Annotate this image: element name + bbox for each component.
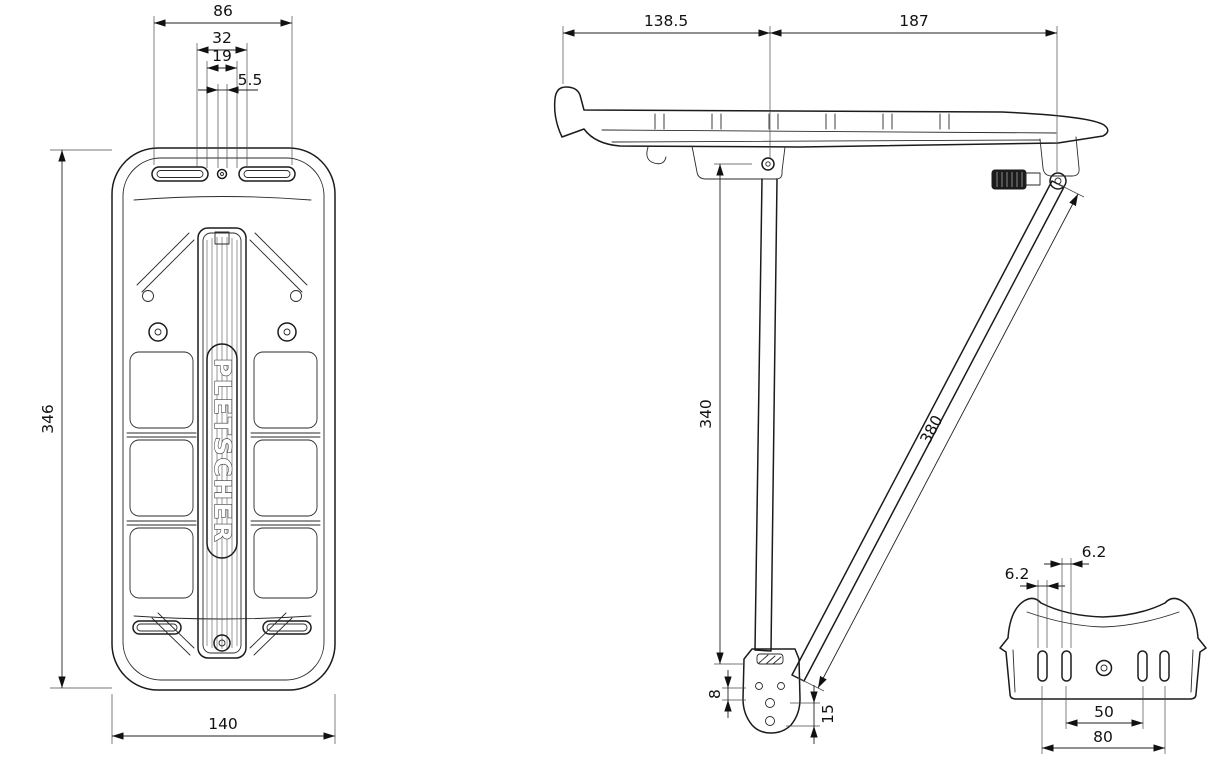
dim-label-8: 8 (706, 689, 724, 699)
rear-mount-assembly (991, 136, 1080, 190)
dimension-15: 15 (786, 685, 837, 744)
dimension-380: 380 (797, 183, 1085, 692)
dim-label-32: 32 (212, 29, 232, 47)
pivot-bolt (1049, 172, 1067, 190)
dimension-32: 32 (196, 29, 248, 168)
dim-label-6-2-right: 6.2 (1082, 543, 1107, 561)
top-view: PLETSCHER (39, 2, 336, 744)
dimension-5-5: 5.5 (198, 71, 262, 168)
dimension-8: 8 (706, 670, 746, 718)
bag-hook (646, 146, 667, 165)
dimension-50: 50 (1065, 686, 1144, 729)
dropout-foot-plate (742, 648, 801, 734)
dim-label-140: 140 (208, 715, 238, 733)
dim-label-80: 80 (1093, 728, 1113, 746)
vertical-strut (754, 178, 778, 652)
dimension-138-5: 138.5 (562, 12, 771, 158)
dim-label-138-5: 138.5 (644, 12, 688, 30)
frame-cells (126, 351, 321, 599)
bottom-slots (132, 620, 312, 635)
front-mount-bracket (691, 145, 786, 180)
dim-label-5-5: 5.5 (238, 71, 263, 89)
dimension-6-2-left: 6.2 (1005, 565, 1065, 648)
dimension-19: 19 (206, 47, 238, 168)
platform-profile (553, 86, 1109, 165)
clamp-outline (999, 597, 1207, 700)
clamp-center-hole (1095, 659, 1113, 677)
dim-label-15: 15 (819, 704, 837, 724)
center-strip: PLETSCHER (197, 227, 247, 659)
dim-label-19: 19 (212, 47, 232, 65)
dim-label-50: 50 (1094, 703, 1114, 721)
dimension-80: 80 (1041, 686, 1166, 754)
clamp-slots (1037, 650, 1170, 682)
dim-label-86: 86 (213, 2, 233, 20)
dimension-187: 187 (770, 12, 1058, 172)
side-view: 138.5 187 340 380 8 (553, 12, 1109, 744)
dimension-86: 86 (153, 2, 293, 165)
dimension-140: 140 (111, 694, 336, 744)
dim-label-187: 187 (899, 12, 929, 30)
dim-label-340: 340 (697, 399, 715, 429)
rail-crossbars (654, 113, 950, 130)
dim-label-6-2-left: 6.2 (1005, 565, 1030, 583)
brand-badge (206, 343, 238, 559)
dimension-346: 346 (39, 149, 112, 689)
dimension-340: 340 (697, 163, 752, 665)
brand-label: PLETSCHER (209, 358, 234, 544)
dim-label-346: 346 (39, 404, 57, 434)
mount-holes (148, 322, 297, 342)
dimension-6-2-right: 6.2 (1044, 543, 1106, 648)
rear-view: 6.2 6.2 50 80 (999, 543, 1207, 754)
top-mount-slots (151, 166, 296, 182)
rack-body-outline (111, 147, 336, 691)
